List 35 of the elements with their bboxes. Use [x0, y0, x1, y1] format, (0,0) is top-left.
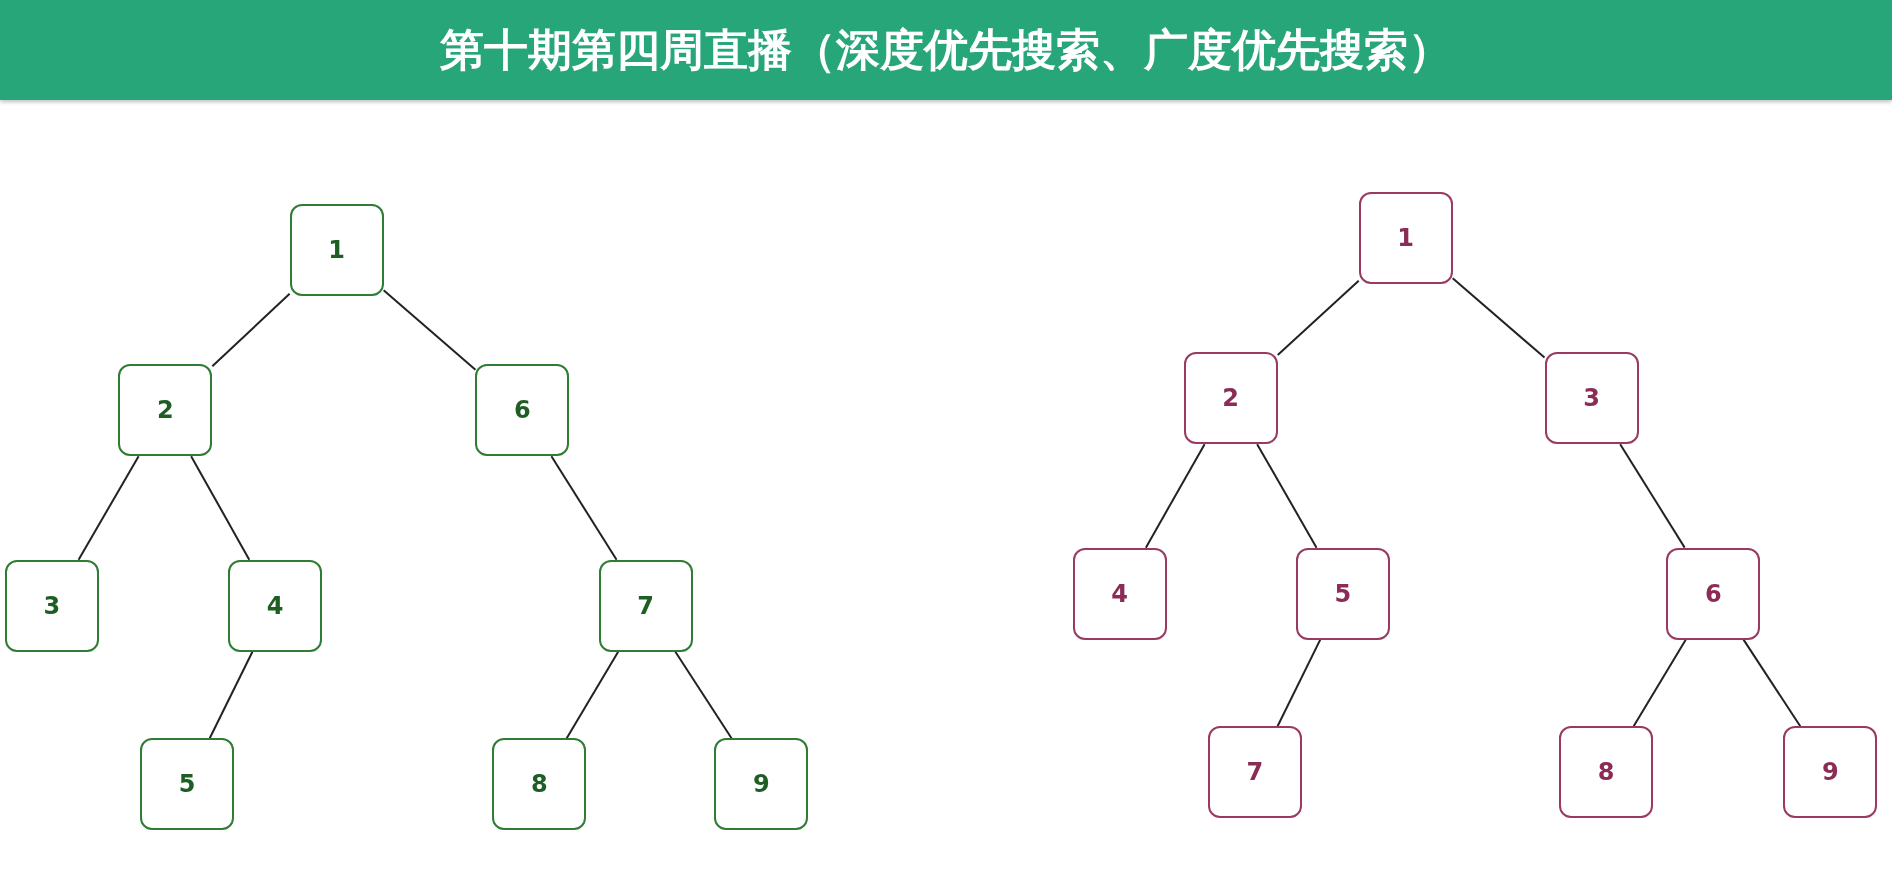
- tree-node: 5: [1295, 547, 1390, 640]
- tree-node: 1: [289, 203, 384, 296]
- tree-edge: [1276, 279, 1360, 357]
- tree-node: 5: [140, 738, 234, 831]
- tree-edge: [211, 292, 291, 368]
- tree-edge: [1276, 638, 1322, 728]
- tree-edge: [565, 650, 620, 740]
- tree-node: 4: [228, 559, 323, 652]
- tree-edge: [208, 650, 254, 740]
- tree-edge: [1632, 638, 1687, 728]
- tree-edge: [1742, 638, 1802, 728]
- tree-node: 2: [1183, 352, 1278, 445]
- tree-edge: [1144, 443, 1206, 549]
- tree-edge: [1451, 277, 1546, 359]
- tree-node: 3: [1544, 352, 1639, 445]
- tree-node: 2: [118, 364, 213, 457]
- tree-node: 6: [1666, 547, 1761, 640]
- tree-node: 7: [1207, 726, 1302, 819]
- tree-edge: [674, 650, 733, 740]
- tree-node: 8: [1559, 726, 1653, 819]
- tree-node: 9: [1783, 726, 1878, 819]
- tree-node: 7: [598, 559, 693, 652]
- tree-node: 4: [1072, 547, 1167, 640]
- tree-edge: [1256, 443, 1318, 549]
- title-banner: 第十期第四周直播（深度优先搜索、广度优先搜索）: [0, 0, 1892, 100]
- tree-edge: [550, 455, 618, 561]
- tree-node: 3: [4, 559, 99, 652]
- tree-node: 9: [714, 738, 809, 831]
- tree-edge: [190, 455, 251, 561]
- tree-edge: [382, 289, 477, 371]
- tree-edge: [77, 455, 140, 561]
- tree-node: 1: [1358, 191, 1453, 284]
- tree-edge: [1619, 443, 1686, 549]
- tree-node: 6: [475, 364, 570, 457]
- tree-node: 8: [492, 738, 587, 831]
